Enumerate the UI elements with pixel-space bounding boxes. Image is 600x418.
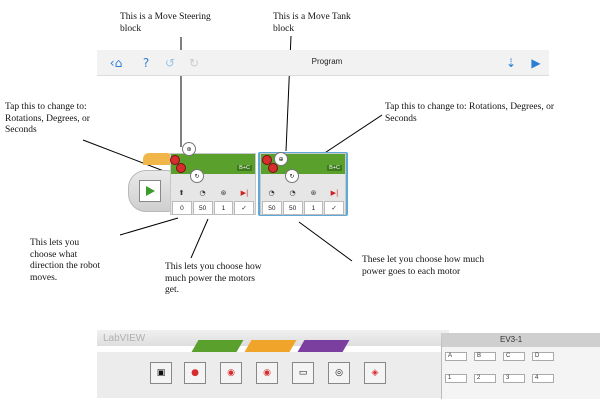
move-steering-palette-icon[interactable]: ◉ xyxy=(220,362,242,384)
ev3-brick-panel xyxy=(441,333,600,399)
move-steering-header: B+C xyxy=(171,154,255,174)
download-icon[interactable]: ⇣ xyxy=(505,56,517,70)
power-gauge-icon: ◔ xyxy=(199,189,206,197)
help-icon[interactable]: ? xyxy=(142,56,150,70)
annotation-direction: This lets you choose what direction the … xyxy=(30,238,101,283)
tank-rotations-value[interactable]: 1 xyxy=(303,201,324,215)
steering-icon-row: ⬆ ◔ ⊛ ▶| xyxy=(171,186,255,200)
steering-value-row: 0 50 1 ✓ xyxy=(171,201,255,215)
rotations-icon: ⊛ xyxy=(220,189,227,197)
port-c: C xyxy=(503,352,525,361)
steering-rotations-value[interactable]: 1 xyxy=(213,201,234,215)
undo-icon[interactable]: ↺ xyxy=(164,56,176,70)
port-b: B xyxy=(474,352,496,361)
direction-arrow-icon: ⬆ xyxy=(178,189,185,197)
annotation-tap-left: Tap this to change to: Rotations, Degree… xyxy=(5,102,90,135)
steering-power-value[interactable]: 50 xyxy=(192,201,213,215)
steering-brake-value[interactable]: ✓ xyxy=(234,201,254,215)
ev3-brick-name: EV3-1 xyxy=(500,335,523,344)
port-4: 4 xyxy=(532,374,554,383)
left-power-gauge-icon: ◔ xyxy=(268,189,275,197)
annotation-power: This lets you choose how much power the … xyxy=(165,262,262,295)
tank-brake-icon: ▶| xyxy=(330,189,339,197)
port-a: A xyxy=(445,352,467,361)
tank-port-label: B+C xyxy=(327,165,342,171)
annotation-move-tank: This is a Move Tank block xyxy=(273,12,351,34)
move-steering-block[interactable]: B+C ⬆ ◔ ⊛ ▶| 0 50 1 ✓ xyxy=(170,153,256,215)
tank-motor-icon xyxy=(262,155,272,165)
labview-logo: LabVIEW xyxy=(103,333,146,344)
palette-tab-flow[interactable] xyxy=(244,340,297,352)
right-power-gauge-icon: ◔ xyxy=(289,189,296,197)
tank-mode-button[interactable]: ↻ xyxy=(285,169,299,183)
steering-port-label: B+C xyxy=(237,165,252,171)
large-motor-palette-icon[interactable]: ● xyxy=(184,362,206,384)
brick-light-palette-icon[interactable]: ◈ xyxy=(364,362,386,384)
annotation-tank-power: These let you choose how much power goes… xyxy=(362,255,485,277)
play-icon[interactable]: ▶ xyxy=(531,56,541,70)
port-3: 3 xyxy=(503,374,525,383)
port-d: D xyxy=(532,352,554,361)
sound-palette-icon[interactable]: ◎ xyxy=(328,362,350,384)
program-toolbar: ‹⌂ ? ↺ ↻ Program ⇣ ▶ xyxy=(97,50,549,76)
back-home-icon[interactable]: ‹⌂ xyxy=(109,56,123,70)
brake-icon: ▶| xyxy=(240,189,249,197)
port-1: 1 xyxy=(445,374,467,383)
tank-value-row: 50 50 1 ✓ xyxy=(261,201,345,215)
move-tank-palette-icon[interactable]: ◉ xyxy=(256,362,278,384)
steering-motor-icon xyxy=(170,155,180,165)
palette-header-bar xyxy=(97,330,449,346)
annotation-tap-right: Tap this to change to: Rotations, Degree… xyxy=(385,102,554,124)
steering-wheel-icon: ⊛ xyxy=(182,142,196,156)
redo-icon[interactable]: ↻ xyxy=(188,56,200,70)
display-palette-icon[interactable]: ▭ xyxy=(292,362,314,384)
medium-motor-palette-icon[interactable]: ▣ xyxy=(150,362,172,384)
start-block[interactable] xyxy=(128,170,172,212)
tank-left-power-value[interactable]: 50 xyxy=(262,201,282,215)
port-2: 2 xyxy=(474,374,496,383)
palette-tab-sensor[interactable] xyxy=(297,340,350,352)
tank-motor-icon-2 xyxy=(268,163,278,173)
tank-icon-row: ◔ ◔ ⊛ ▶| xyxy=(261,186,345,200)
tank-rotations-icon: ⊛ xyxy=(310,189,317,197)
steering-motor-icon-2 xyxy=(176,163,186,173)
tank-treads-icon: ⊕ xyxy=(274,152,288,166)
annotation-move-steering: This is a Move Steering block xyxy=(120,12,211,34)
start-play-icon xyxy=(139,180,161,202)
palette-tab-action[interactable] xyxy=(191,340,244,352)
start-block-tab xyxy=(143,153,173,165)
program-title: Program xyxy=(311,57,343,66)
tank-right-power-value[interactable]: 50 xyxy=(282,201,303,215)
steering-direction-value[interactable]: 0 xyxy=(172,201,192,215)
tank-brake-value[interactable]: ✓ xyxy=(324,201,344,215)
steering-mode-button[interactable]: ↻ xyxy=(190,169,204,183)
